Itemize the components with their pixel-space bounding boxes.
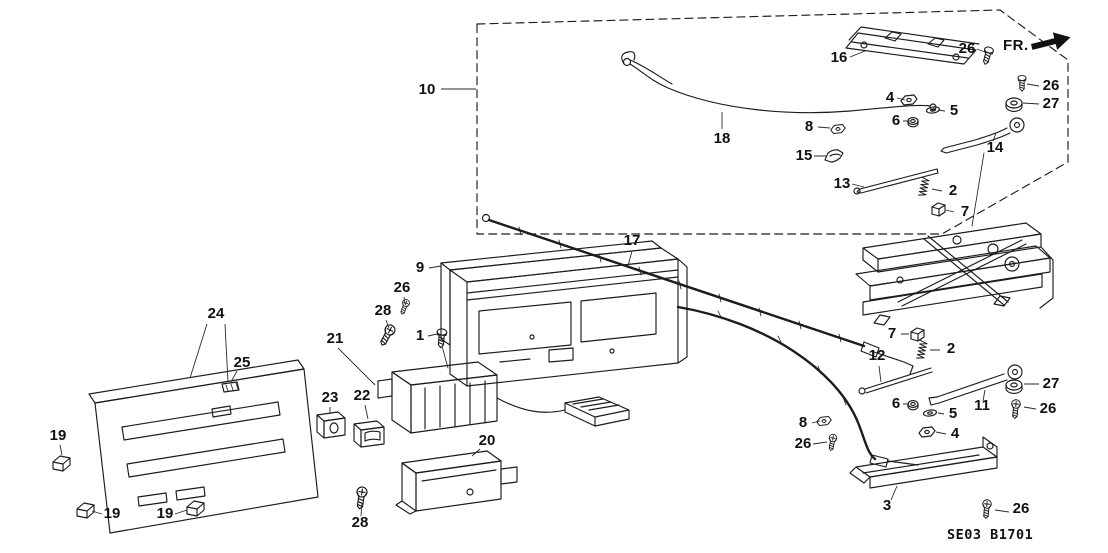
callout-9: 9 (416, 259, 424, 276)
callout-12: 12 (869, 347, 886, 364)
clip-8-a (830, 123, 846, 135)
callout-19-a: 19 (50, 427, 67, 444)
part-20-unit (395, 450, 518, 515)
line-art (52, 9, 1071, 534)
part-12-rod (858, 367, 933, 395)
part-22-switch (353, 420, 385, 448)
part-3-slide (849, 436, 998, 489)
fr-arrow-icon (1031, 32, 1071, 50)
part-25-button (221, 381, 240, 393)
fr-label: FR. (1003, 37, 1029, 54)
callout-labels: 10 16 26 26 4 27 5 8 6 15 14 13 2 7 18 1… (50, 40, 1060, 531)
callout-28-a: 28 (375, 302, 392, 319)
part-14-lever (940, 117, 1025, 227)
screw-26-a (980, 45, 995, 67)
part-23-switch (316, 411, 346, 439)
clip-19-a (52, 455, 71, 472)
part-heater-control-unit (449, 247, 688, 387)
diagram-code: SE03 B1701 (947, 527, 1033, 543)
callout-10: 10 (419, 81, 436, 98)
block-7-a (931, 202, 946, 217)
callout-5-a: 5 (950, 102, 958, 119)
dashed-assembly-outline (476, 9, 1069, 235)
callout-26-f: 26 (1013, 500, 1030, 517)
clip-19-c (186, 500, 205, 517)
part-17-cable (481, 213, 914, 375)
callout-11: 11 (974, 397, 990, 414)
callout-21: 21 (327, 330, 344, 347)
callout-24: 24 (208, 305, 225, 322)
washer-27-b (1005, 379, 1023, 394)
callout-6-a: 6 (892, 112, 900, 129)
part-11-lever (928, 364, 1023, 406)
callout-23: 23 (322, 389, 339, 406)
callout-13: 13 (834, 175, 851, 192)
callout-4-a: 4 (886, 89, 895, 106)
callout-17: 17 (624, 232, 641, 249)
callout-18: 18 (714, 130, 731, 147)
screw-26-b (1017, 74, 1027, 92)
screw-28-b (354, 485, 369, 511)
callout-2-b: 2 (947, 340, 955, 357)
callout-27-b: 27 (1043, 375, 1060, 392)
part-9-bracket (440, 240, 662, 346)
block-7-b (910, 327, 925, 342)
part-13-rod (853, 168, 939, 195)
callout-19-b: 19 (104, 505, 121, 522)
callout-26-d: 26 (1040, 400, 1057, 417)
callout-14: 14 (987, 139, 1004, 156)
callout-8-a: 8 (805, 118, 813, 135)
washer-27-a (1005, 97, 1023, 112)
callout-20: 20 (479, 432, 496, 449)
callout-15: 15 (796, 147, 813, 164)
screw-26-d (1010, 398, 1022, 420)
callout-26-c: 26 (394, 279, 411, 296)
callout-6-b: 6 (892, 395, 900, 412)
part-24-faceplate (88, 359, 319, 534)
clip-15 (824, 149, 844, 163)
part-bracket-assembly (855, 222, 1054, 326)
callout-26-a: 26 (959, 40, 976, 57)
callout-7-a: 7 (961, 203, 969, 220)
callout-5-b: 5 (949, 405, 957, 422)
callout-26-b: 26 (1043, 77, 1060, 94)
callout-16: 16 (831, 49, 848, 66)
callout-1: 1 (416, 327, 424, 344)
callout-26-e: 26 (795, 435, 812, 452)
callout-22: 22 (354, 387, 371, 404)
screw-26-f (981, 498, 993, 520)
part-16-bracket (845, 26, 980, 65)
callout-3: 3 (883, 497, 891, 514)
washer-5-b (922, 408, 938, 418)
part-21-connector-unit (377, 345, 630, 434)
callout-7-b: 7 (888, 325, 896, 342)
clip-4-b (918, 426, 936, 438)
callout-4-b: 4 (951, 425, 960, 442)
spring-2-b (916, 339, 928, 361)
clip-19-b (76, 502, 95, 519)
leader-lines (59, 48, 1040, 517)
screw-28-a (377, 322, 398, 348)
callout-28-b: 28 (352, 514, 369, 531)
spring-2-a (918, 176, 930, 198)
callout-8-b: 8 (799, 414, 807, 431)
nut-6-b (907, 400, 919, 411)
callout-27-a: 27 (1043, 95, 1060, 112)
callout-19-c: 19 (157, 505, 174, 522)
nut-6-a (907, 117, 919, 128)
screw-26-e (826, 433, 838, 452)
callout-25: 25 (234, 354, 251, 371)
callout-2-a: 2 (949, 182, 957, 199)
